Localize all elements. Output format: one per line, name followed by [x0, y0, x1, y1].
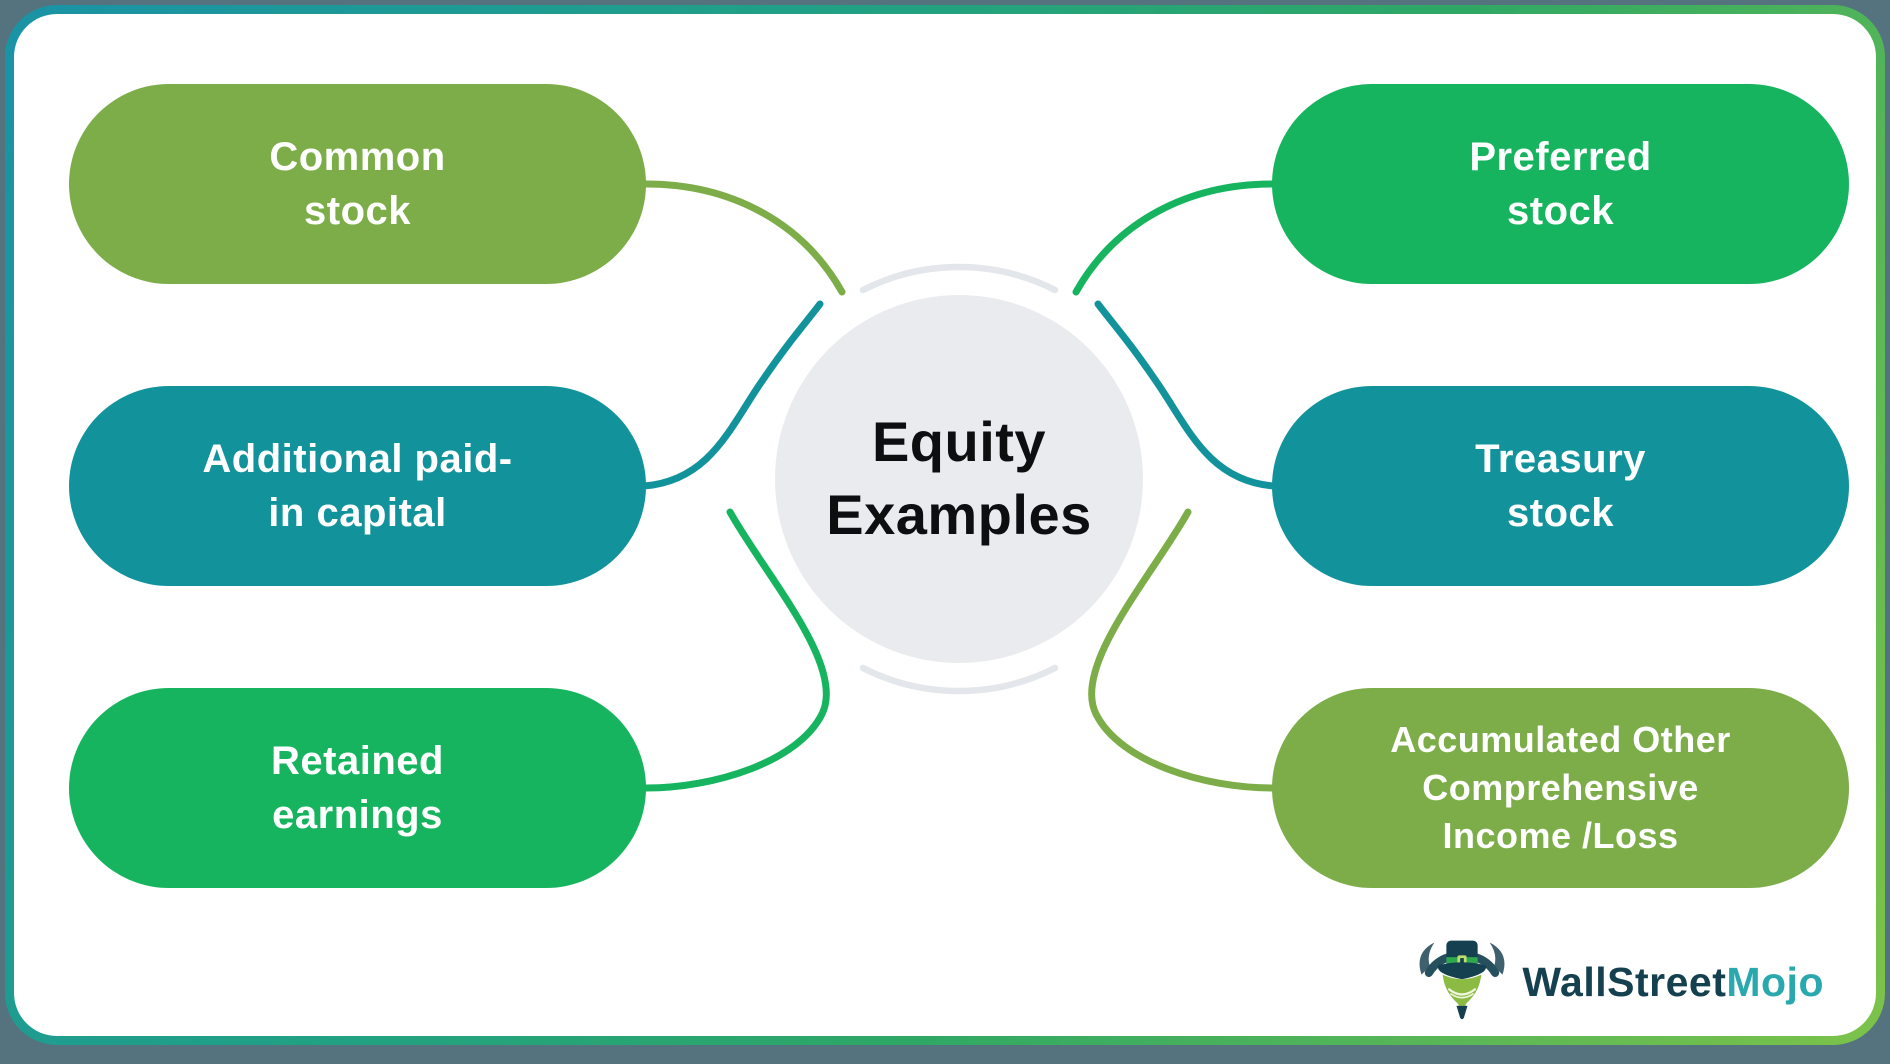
ring-arc-top [859, 263, 1059, 294]
node-label-line: Preferred [1469, 135, 1652, 179]
bull-horn-left [1419, 942, 1435, 975]
connector-preferred-stock [1072, 180, 1276, 296]
node-label-line: earnings [272, 793, 443, 837]
node-label-line: Treasury [1475, 437, 1646, 481]
top-hat-brim [1438, 962, 1487, 980]
node-label-line: stock [304, 189, 411, 233]
node-label-line: Income /Loss [1442, 814, 1679, 856]
bull-whiskers [1450, 993, 1475, 999]
node-label-line: stock [1507, 189, 1614, 233]
node-retained-earnings: Retained earnings [69, 688, 646, 888]
node-label-line: Accumulated Other [1390, 719, 1731, 761]
node-label-line: Retained [271, 739, 444, 783]
bull-face [1443, 974, 1482, 1018]
node-preferred-stock: Preferred stock [1272, 84, 1849, 284]
bull-mascot-icon [1419, 940, 1505, 1020]
bull-smile [1448, 988, 1477, 996]
node-label-line: stock [1507, 491, 1614, 535]
node-label-line: Common [269, 135, 446, 179]
connector-common-stock [642, 180, 846, 296]
card-background: Common stock Additional paid- in capital… [5, 5, 1885, 1045]
ring-arc-bottom [859, 664, 1059, 695]
bull-horn-right [1489, 942, 1505, 975]
node-treasury-stock: Treasury stock [1272, 386, 1849, 586]
center-topic-circle: Equity Examples [775, 295, 1143, 663]
node-label-line: Comprehensive [1422, 767, 1699, 809]
brand-first: WallStreet [1522, 958, 1727, 1005]
title-line: Equity [871, 410, 1047, 474]
title-line: Examples [826, 483, 1092, 546]
node-accumulated-oci: Accumulated Other Comprehensive Income /… [1272, 688, 1849, 888]
brand-second: Mojo [1726, 958, 1824, 1005]
node-label-line: in capital [268, 491, 447, 535]
top-hat-buckle-hole [1460, 958, 1465, 964]
brand-wordmark: WallStreetMojo [1522, 959, 1824, 1006]
wallstreetmojo-logo: WallStreetMojo [1416, 936, 1824, 1028]
node-common-stock: Common stock [69, 84, 646, 284]
bull-chin [1456, 1005, 1468, 1020]
page-title: Equity Examples [826, 406, 1092, 552]
node-additional-paid-in-capital: Additional paid- in capital [69, 386, 646, 586]
node-label-line: Additional paid- [202, 437, 513, 481]
